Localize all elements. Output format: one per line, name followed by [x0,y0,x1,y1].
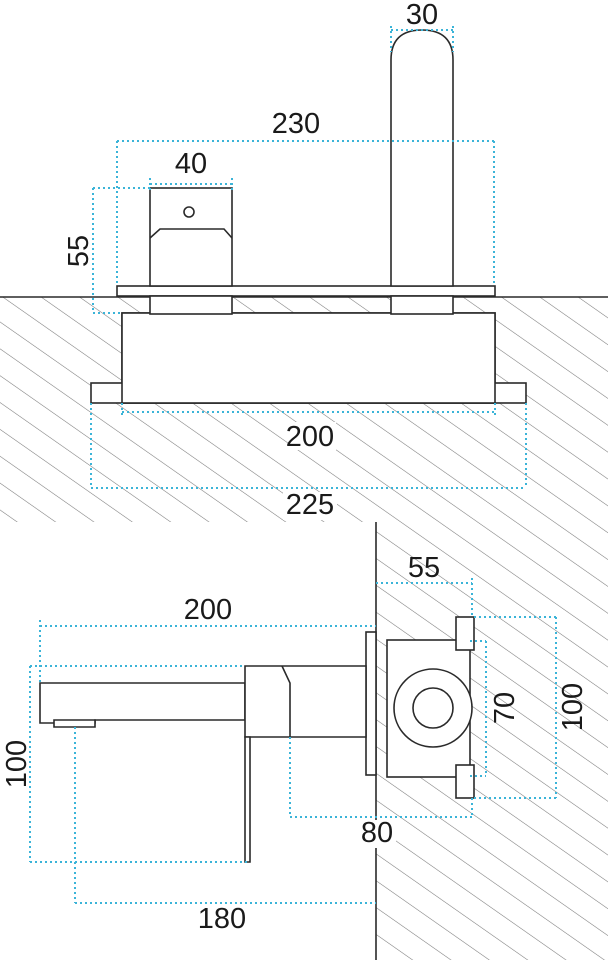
dim-label-180: 180 [198,903,246,935]
dim-100-right: 100 [474,616,589,799]
dim-label-30: 30 [406,0,438,31]
handle-body [149,187,233,287]
dim-label-55-top: 55 [63,235,95,267]
spout-side [39,682,246,724]
dim-100-left: 100 [1,665,250,863]
dim-225: 225 [90,403,527,521]
valve-ring-inner [412,687,454,729]
dim-label-80: 80 [361,817,393,849]
spout [390,29,454,287]
dim-55-top: 55 [63,187,150,314]
cover-plate-side [365,631,377,776]
handle-indicator [183,206,195,218]
spout-outlet [53,719,96,728]
dim-70: 70 [470,640,521,777]
dim-label-40: 40 [175,148,207,180]
spout-base [390,295,454,315]
box-tab-bottom [455,764,475,799]
mixer-body-side [244,665,367,738]
dim-label-200-top: 200 [286,421,334,453]
cover-plate [116,285,496,297]
dim-80: 80 [289,737,473,849]
handle-base [149,295,233,315]
dim-label-70: 70 [489,692,521,724]
handle-split [281,665,291,737]
dim-30: 30 [390,0,454,52]
dim-label-100-left: 100 [1,740,33,788]
dim-label-100-right: 100 [557,683,589,731]
dim-55-side: 55 [376,552,473,617]
dim-200-side: 200 [39,594,376,683]
dim-200-top: 200 [121,403,496,453]
dim-label-55-side: 55 [408,552,440,584]
dim-180: 180 [74,727,376,935]
dim-230: 230 [116,108,495,286]
lever-handle-side [244,736,251,863]
box-tab-top [455,616,475,651]
dim-label-200-side: 200 [184,594,232,626]
dim-40: 40 [149,148,233,190]
dim-label-230: 230 [272,108,320,140]
side-view: 55 200 100 70 100 [1,522,608,960]
top-view: 30 230 40 55 200 [0,0,608,522]
concealed-body-front [121,312,496,404]
handle-lever [149,228,233,239]
dim-label-225: 225 [286,489,334,521]
